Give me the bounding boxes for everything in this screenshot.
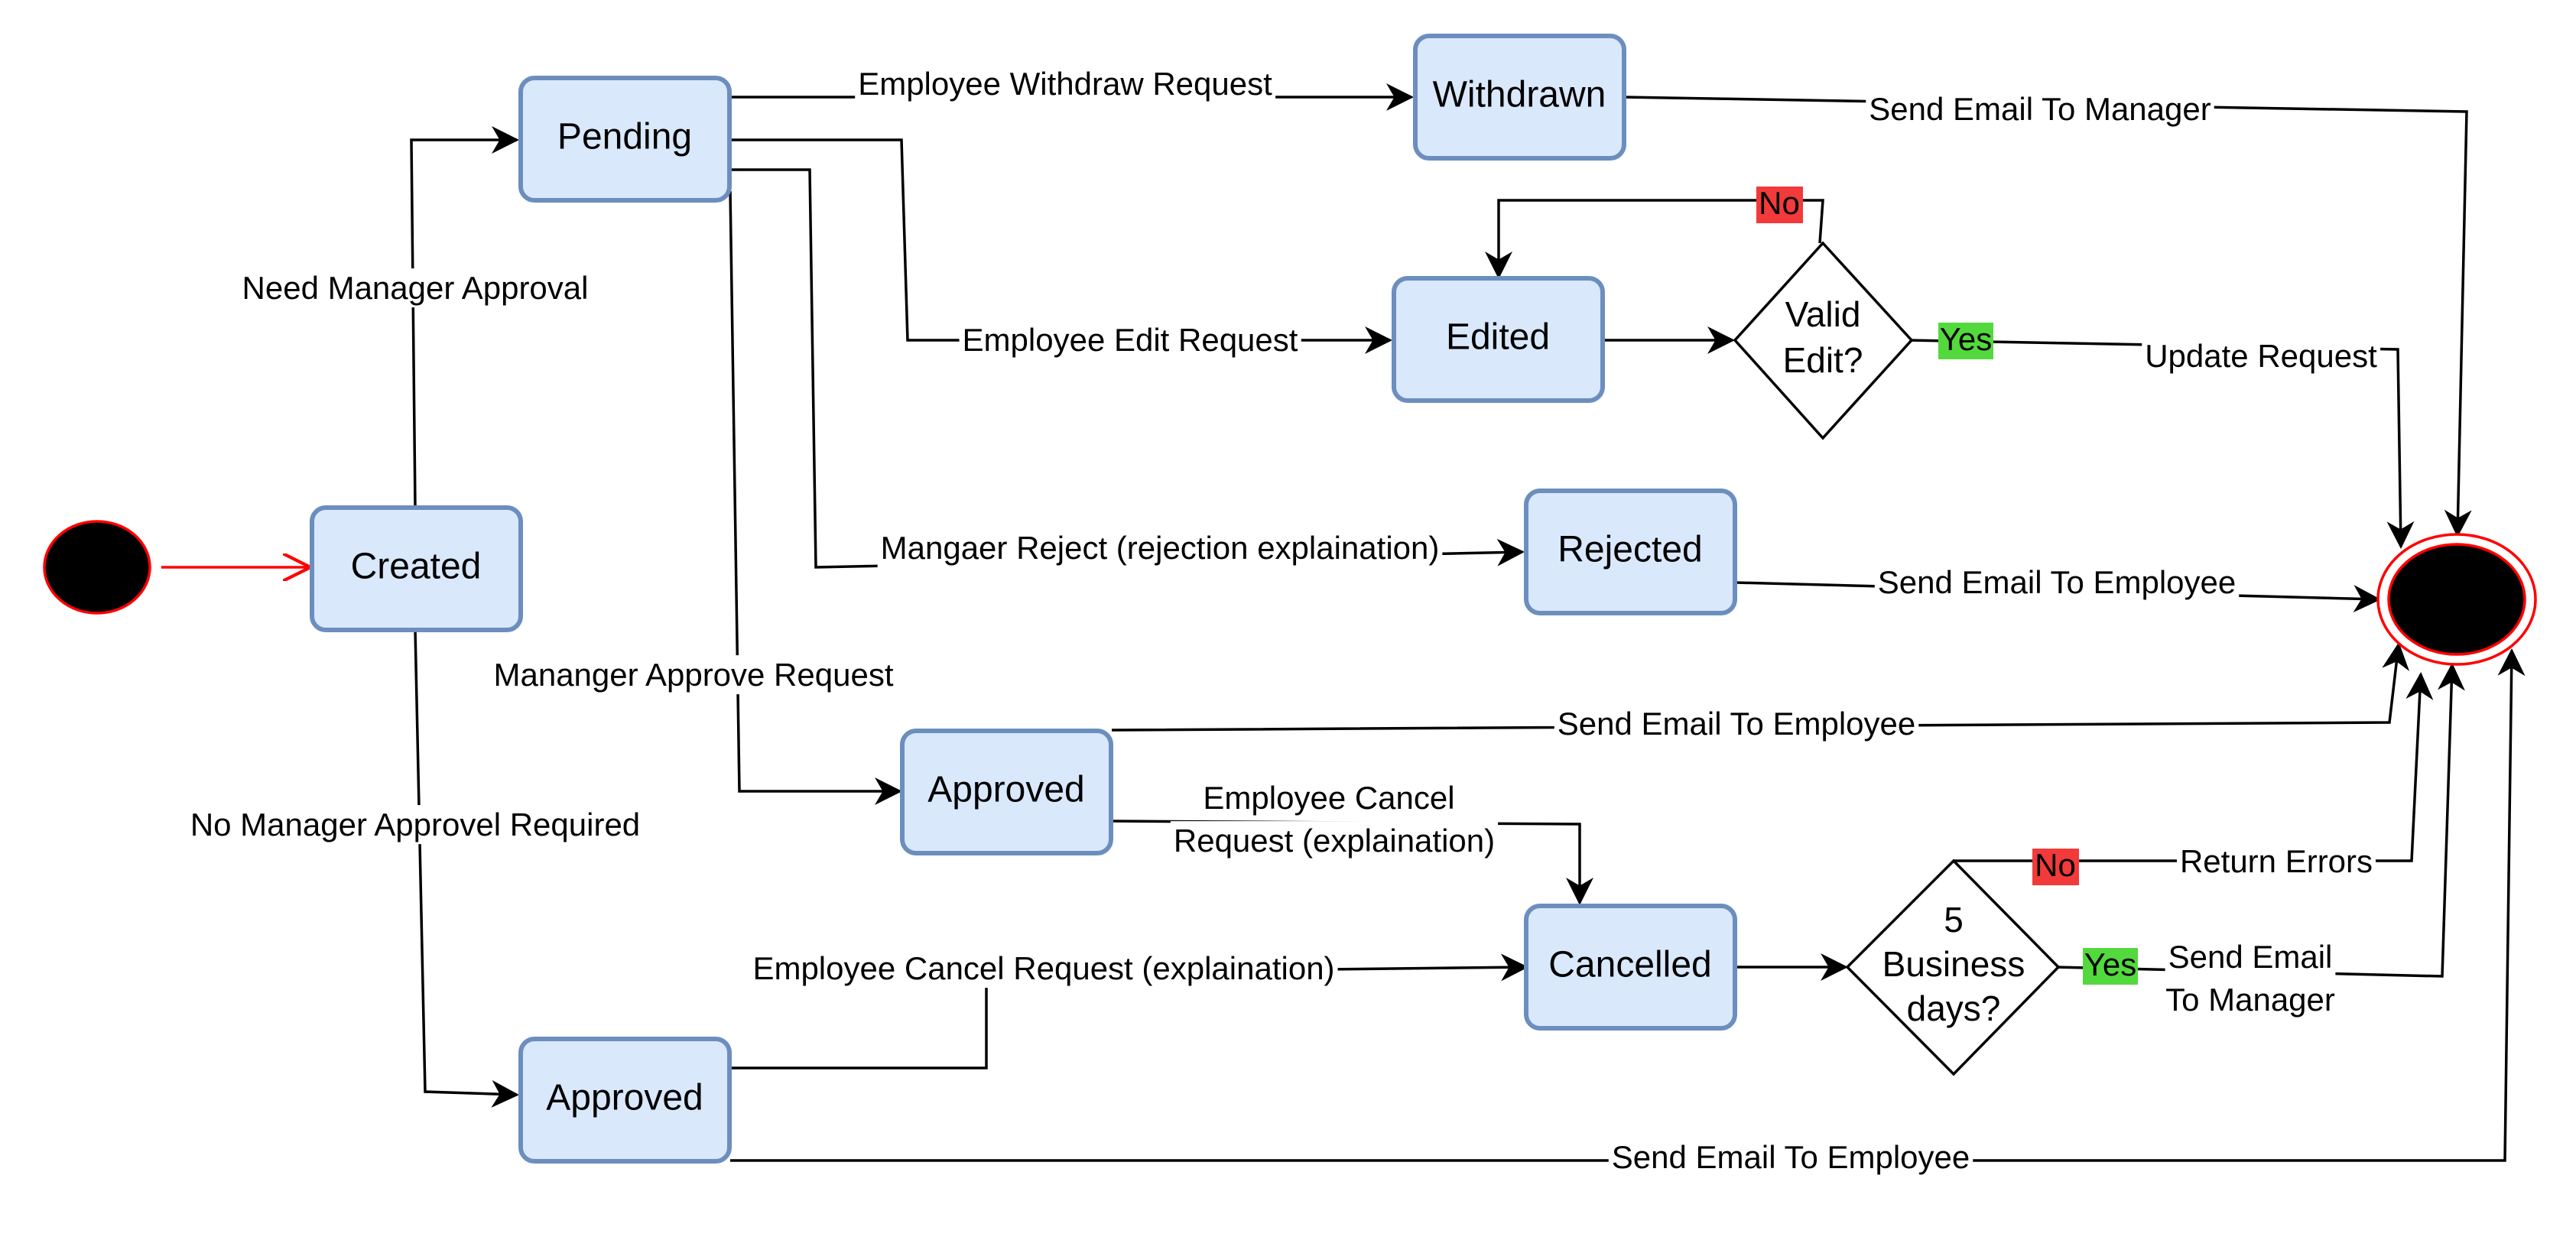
edge-business-days-no-to-end xyxy=(1954,672,2434,862)
edge-approved-mid-to-end xyxy=(1111,642,2410,732)
decision-valid-edit-line-1: Valid xyxy=(1785,294,1861,334)
edge-label-background xyxy=(959,320,1301,360)
svg-text:Yes: Yes xyxy=(1940,321,1993,357)
state-cancelled-label: Cancelled xyxy=(1548,945,1711,985)
label-send-email-to-employee-bottom: Send Email To Employee xyxy=(1612,1139,1970,1175)
edge-label-background xyxy=(855,64,1276,104)
edge-pending-to-edited xyxy=(730,138,1392,354)
label-need-manager-approval: Need Manager Approval xyxy=(242,270,589,306)
label-employee-cancel-request-approved-line-1: Employee Cancel xyxy=(1203,780,1454,816)
edge-withdrawn-to-end xyxy=(1623,96,2472,537)
state-approved-mid[interactable]: Approved xyxy=(900,729,1113,855)
badge-valid-yes: Yes xyxy=(1938,321,1993,359)
state-approved-bottom-label: Approved xyxy=(546,1078,703,1118)
edge-created-to-approved-bottom xyxy=(414,629,519,1108)
state-pending-label: Pending xyxy=(557,117,692,157)
edge-labels: Need Manager Approval No Manager Approve… xyxy=(187,64,2381,1177)
svg-text:Yes: Yes xyxy=(2084,946,2137,982)
label-employee-cancel-request-approved-line-2: Request (explaination) xyxy=(1174,823,1495,859)
state-cancelled[interactable]: Cancelled xyxy=(1524,904,1737,1031)
badge-days-yes: Yes xyxy=(2083,946,2138,985)
edge-label-background xyxy=(2165,937,2336,977)
decision-business-days-line-2: Business xyxy=(1882,944,2025,984)
label-send-email-to-employee-approved: Send Email To Employee xyxy=(1558,706,1915,742)
edge-label-background xyxy=(1874,563,2240,602)
edge-label-background xyxy=(239,268,592,308)
edge-label-background xyxy=(749,949,1338,988)
edge-label-background xyxy=(877,528,1443,568)
end-node xyxy=(2376,533,2537,666)
state-pending[interactable]: Pending xyxy=(518,76,732,203)
state-withdrawn[interactable]: Withdrawn xyxy=(1413,34,1626,161)
svg-text:No: No xyxy=(2035,847,2076,883)
decision-valid-edit[interactable]: Valid Edit? xyxy=(1733,241,1914,440)
state-approved-mid-label: Approved xyxy=(927,770,1084,810)
label-employee-withdraw-request: Employee Withdraw Request xyxy=(858,66,1272,102)
state-created-label: Created xyxy=(351,547,482,587)
edge-label-background xyxy=(490,655,897,695)
edge-label-background xyxy=(1608,1138,1973,1177)
label-update-request: Update Request xyxy=(2145,338,2377,374)
state-approved-bottom[interactable]: Approved xyxy=(518,1037,732,1164)
edge-label-background xyxy=(1200,778,1458,818)
edge-valid-edit-to-edited xyxy=(1485,199,1824,279)
state-withdrawn-label: Withdrawn xyxy=(1433,75,1606,115)
label-manager-reject: Mangaer Reject (rejection explaination) xyxy=(881,530,1440,566)
edges xyxy=(161,83,2526,1162)
end-node-core xyxy=(2387,543,2526,656)
edge-label-background xyxy=(187,805,644,845)
state-edited-label: Edited xyxy=(1446,317,1550,358)
label-no-manager-approval-required: No Manager Approvel Required xyxy=(190,807,640,842)
label-send-email-to-manager-cancel-line-2: To Manager xyxy=(2165,982,2335,1018)
edge-label-background xyxy=(1170,821,1499,861)
decision-business-days-line-3: days? xyxy=(1907,988,2001,1028)
label-send-email-to-manager-withdrawn: Send Email To Manager xyxy=(1869,91,2211,127)
decision-valid-edit-line-2: Edit? xyxy=(1783,340,1863,380)
badge-days-no: No xyxy=(2032,847,2079,885)
label-return-errors: Return Errors xyxy=(2180,843,2373,879)
label-manager-approve-request: Mananger Approve Request xyxy=(493,657,893,693)
decision-business-days-line-1: 5 xyxy=(1944,900,1964,940)
state-edited[interactable]: Edited xyxy=(1392,276,1605,403)
edge-label-background xyxy=(1554,704,1919,744)
label-send-email-to-manager-cancel-line-1: Send Email xyxy=(2168,939,2333,975)
edge-valid-edit-to-end xyxy=(1908,339,2415,549)
edge-label-background xyxy=(1866,89,2214,129)
badge-valid-no: No xyxy=(1756,185,1803,223)
state-created[interactable]: Created xyxy=(310,505,523,632)
edge-business-days-yes-to-end xyxy=(2055,663,2465,978)
edge-label-background xyxy=(2142,336,2381,376)
svg-text:No: No xyxy=(1759,185,1800,221)
edge-created-to-pending xyxy=(410,126,519,508)
label-send-email-to-employee-rejected: Send Email To Employee xyxy=(1878,564,2236,600)
label-employee-edit-request: Employee Edit Request xyxy=(963,322,1298,358)
decision-business-days[interactable]: 5 Business days? xyxy=(1845,859,2061,1076)
edge-approved-bottom-to-end xyxy=(730,648,2526,1162)
start-node xyxy=(43,520,151,615)
label-employee-cancel-request-bottom: Employee Cancel Request (explaination) xyxy=(752,950,1334,986)
state-rejected-label: Rejected xyxy=(1558,530,1702,570)
edge-pending-to-approved-mid xyxy=(729,190,902,805)
edge-label-background xyxy=(2162,980,2338,1020)
edge-label-background xyxy=(2176,842,2376,881)
state-rejected[interactable]: Rejected xyxy=(1524,489,1737,615)
